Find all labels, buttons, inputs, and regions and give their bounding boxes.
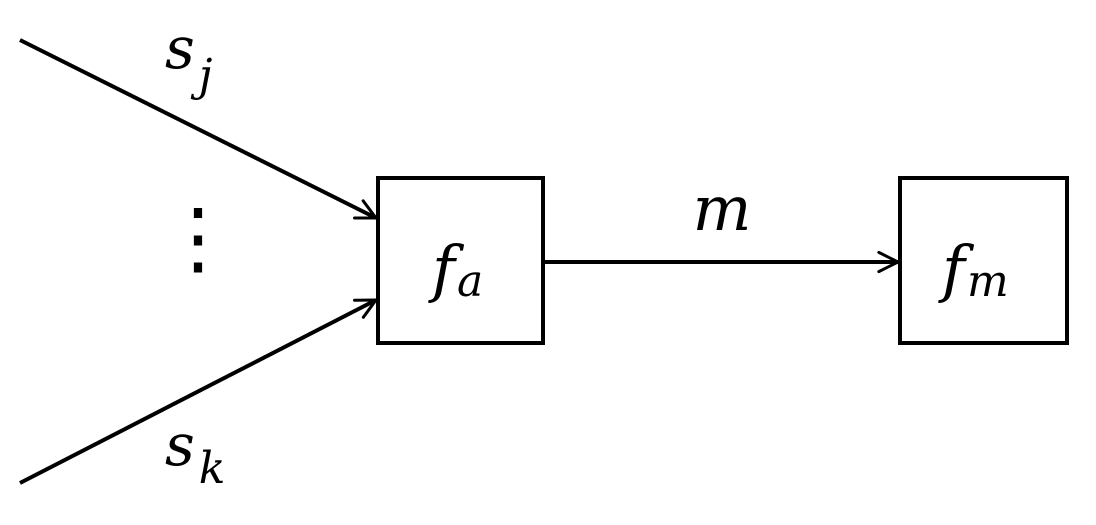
edge-label-sk: sk (165, 411, 225, 494)
factor-label-fm: fm (938, 232, 1009, 307)
edge-label-m: m (693, 172, 752, 245)
edge-sj (19, 38, 378, 220)
vertical-ellipsis: ⋮ (158, 191, 238, 284)
factor-node-fm (898, 176, 1069, 345)
edge-sk (19, 298, 378, 485)
edge-label-sj: sj (165, 14, 212, 101)
